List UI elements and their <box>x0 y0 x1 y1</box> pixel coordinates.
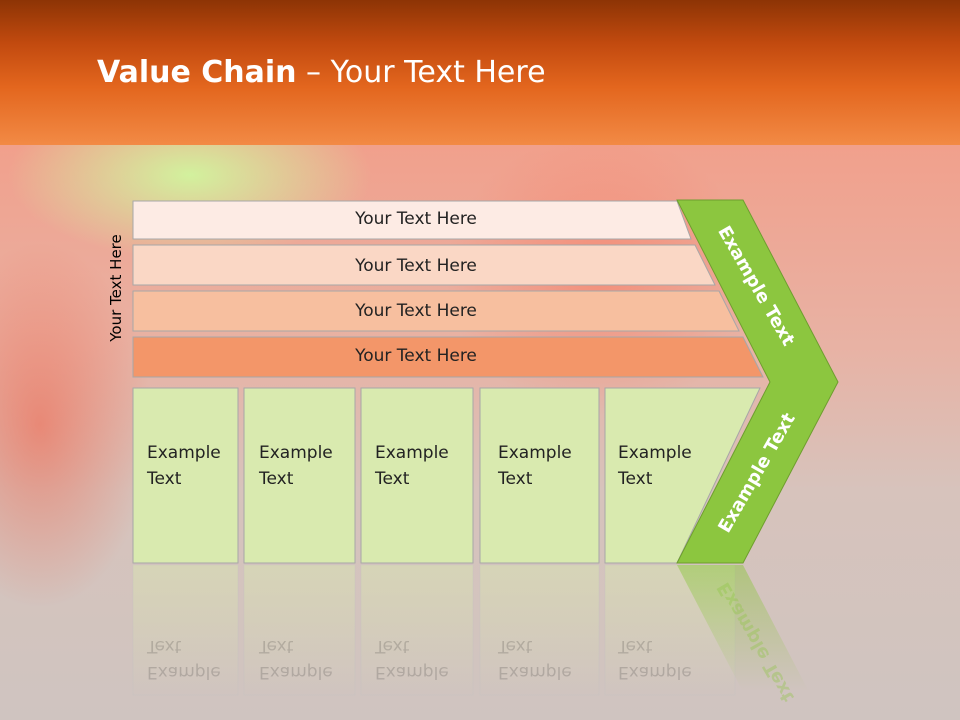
support-bar-3-label: Your Text Here <box>355 301 477 321</box>
support-bar-4 <box>132 336 764 378</box>
primary-box-2 <box>243 387 356 564</box>
slide-title-bold: Value Chain <box>97 55 297 90</box>
title-banner <box>0 0 960 145</box>
support-bar-2 <box>132 244 716 286</box>
support-bar-1 <box>132 200 692 240</box>
support-bar-3 <box>132 290 740 332</box>
slide-title: Value Chain – Your Text Here <box>97 55 546 90</box>
support-bar-4-label: Your Text Here <box>355 346 477 366</box>
support-bar-2-label: Your Text Here <box>355 256 477 276</box>
primary-box-3 <box>360 387 474 564</box>
support-bar-1-label: Your Text Here <box>355 209 477 229</box>
diagram-reflection <box>132 564 808 696</box>
slide-title-rest: – Your Text Here <box>296 55 546 90</box>
primary-box-4 <box>479 387 600 564</box>
primary-box-1 <box>132 387 239 564</box>
margin-arrow <box>676 199 839 564</box>
